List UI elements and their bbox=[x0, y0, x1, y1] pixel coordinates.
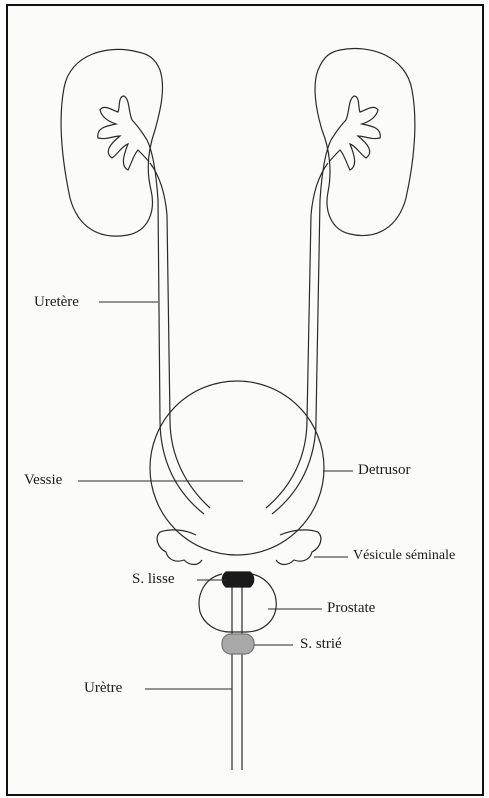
right-renal-pelvis bbox=[329, 96, 380, 170]
label-s-strie: S. strié bbox=[300, 637, 342, 652]
label-vesicule-seminale: Vésicule séminale bbox=[353, 549, 455, 563]
left-kidney bbox=[61, 49, 162, 236]
label-uretere: Uretère bbox=[34, 295, 79, 310]
label-detrusor: Detrusor bbox=[358, 463, 411, 478]
label-prostate: Prostate bbox=[327, 601, 375, 616]
left-renal-pelvis bbox=[98, 96, 149, 170]
striated-sphincter bbox=[222, 634, 254, 654]
right-seminal-vesicle bbox=[276, 530, 321, 565]
label-s-lisse: S. lisse bbox=[132, 572, 175, 587]
label-uretre: Urètre bbox=[84, 681, 122, 696]
bladder bbox=[150, 381, 324, 555]
label-vessie: Vessie bbox=[24, 473, 62, 488]
smooth-sphincter bbox=[222, 572, 254, 587]
right-ureter-inner bbox=[266, 163, 328, 508]
left-seminal-vesicle bbox=[157, 530, 202, 565]
left-ureter bbox=[147, 140, 204, 514]
